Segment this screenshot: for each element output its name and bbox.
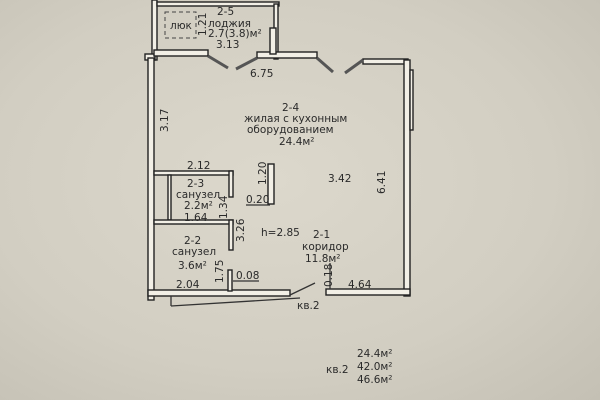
summary-label: кв.2 <box>326 364 349 376</box>
area-summary: 24.4м² кв.2 42.0м² 46.6м² <box>326 348 393 386</box>
interior-walls <box>153 163 331 292</box>
living-area: 24.4м² <box>279 136 315 148</box>
bath1-id: 2-3 <box>187 178 204 190</box>
hatch-label: люк <box>170 20 192 32</box>
summary-area: 42.0м² <box>357 361 393 373</box>
living-id: 2-4 <box>282 102 299 114</box>
loggia-name: лоджия <box>208 18 251 30</box>
dim-bath1-bottom: 1.64 <box>184 212 208 224</box>
loggia-side-dim: 1.21 <box>197 13 209 36</box>
bath1-area: 2.2м² <box>184 200 213 212</box>
corridor-id: 2-1 <box>313 229 330 241</box>
bath2-id: 2-2 <box>184 235 201 247</box>
apartment-label: кв.2 <box>297 300 320 312</box>
outer-walls <box>144 27 414 307</box>
loggia-dim: 3.13 <box>216 39 239 51</box>
dim-wall-mid: 3.26 <box>235 218 247 242</box>
dim-bath2-side: 1.75 <box>214 260 226 283</box>
dim-right: 6.41 <box>376 171 388 194</box>
dim-bath1-top: 2.12 <box>187 160 210 172</box>
dim-bottom-right: 4.64 <box>348 279 372 291</box>
balcony-doors <box>207 54 364 75</box>
ceiling-height: h=2.85 <box>261 227 300 239</box>
dim-column-h: 1.20 <box>257 162 269 185</box>
bath2-area: 3.6м² <box>178 260 207 272</box>
hatch-outline <box>164 11 197 39</box>
dim-top: 6.75 <box>250 68 273 80</box>
living-name-1: жилая с кухонным <box>244 113 347 125</box>
column <box>267 163 275 205</box>
summary-total-area: 46.6м² <box>357 374 393 386</box>
dim-bath2-bottom: 2.04 <box>176 279 200 291</box>
loggia-area: 2.7(3.8)м² <box>208 28 262 40</box>
dim-gap: 0.08 <box>236 270 259 282</box>
dim-mid: 3.42 <box>328 173 351 185</box>
dim-left: 3.17 <box>159 109 171 132</box>
bath1-name: санузел <box>176 189 220 201</box>
corridor-area: 11.8м² <box>305 253 341 265</box>
dim-column-w: 0.20 <box>246 194 269 206</box>
dim-door-side: 0.18 <box>323 264 335 287</box>
corridor-name: коридор <box>302 241 349 253</box>
dim-bath1-side: 1.34 <box>218 195 230 219</box>
loggia-id: 2-5 <box>217 6 234 18</box>
living-name-2: оборудованием <box>247 124 334 136</box>
bath2-name: санузел <box>172 246 216 258</box>
summary-living-area: 24.4м² <box>357 348 393 360</box>
